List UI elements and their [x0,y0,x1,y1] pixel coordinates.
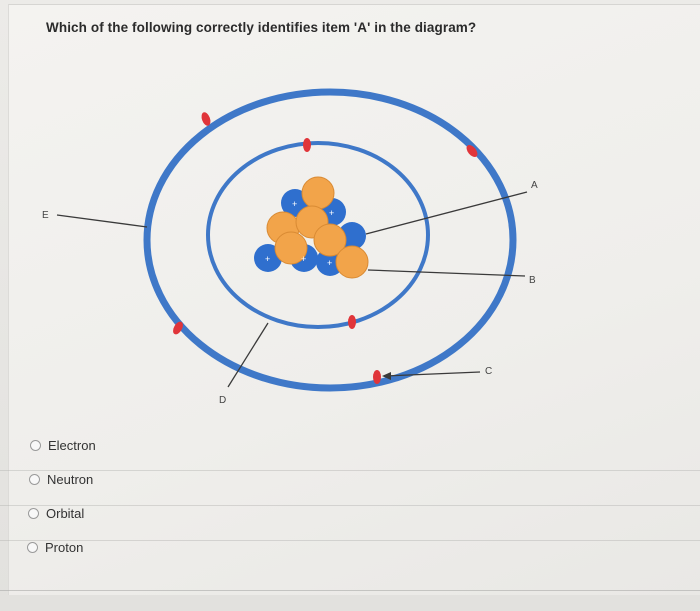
option-label: Orbital [46,505,85,521]
option-electron[interactable]: Electron [30,428,96,462]
atom-diagram: + + + + + A B C D E [42,88,538,406]
pointer-line-e [56,214,148,228]
option-label: Electron [48,437,96,453]
divider [0,505,700,506]
option-orbital[interactable]: Orbital [28,496,96,530]
nucleus: + + + + + [254,176,369,279]
label-d: D [219,395,226,406]
electron [173,321,183,335]
label-c: C [485,366,492,377]
inner-shell [206,141,430,329]
pointer-line-a [365,191,528,235]
proton-sign: + [301,254,306,264]
option-label: Neutron [47,471,94,487]
divider [0,590,700,591]
radio-button[interactable] [27,541,38,553]
pointer-line-b [367,269,526,277]
divider [0,470,700,471]
option-proton[interactable]: Proton [27,530,96,564]
divider [0,540,700,541]
radio-button[interactable] [29,473,40,485]
neutron [301,176,335,210]
question-text: Which of the following correctly identif… [46,20,477,35]
proton-sign: + [265,254,270,264]
neutron [274,231,308,265]
electron [348,315,356,329]
option-neutron[interactable]: Neutron [29,462,96,496]
electron [303,138,311,152]
pointer-line-d [227,322,269,388]
answer-options: Electron Neutron Orbital Proton [27,428,96,564]
option-label: Proton [45,539,84,555]
neutron [313,223,347,257]
radio-button[interactable] [30,439,41,451]
proton-sign: + [327,258,332,268]
question-card [8,4,700,595]
electron [373,370,381,384]
label-e: E [42,210,49,221]
proton-sign: + [329,208,334,218]
outer-shell [143,88,517,392]
electron [466,145,478,157]
neutron [335,245,369,279]
pointer-line-c [384,371,481,377]
radio-button[interactable] [28,507,39,519]
proton [316,248,344,276]
label-a: A [531,180,538,191]
pointer-arrowhead-c [382,372,391,380]
label-b: B [529,275,536,286]
electron [201,112,211,126]
proton-sign: + [292,199,297,209]
